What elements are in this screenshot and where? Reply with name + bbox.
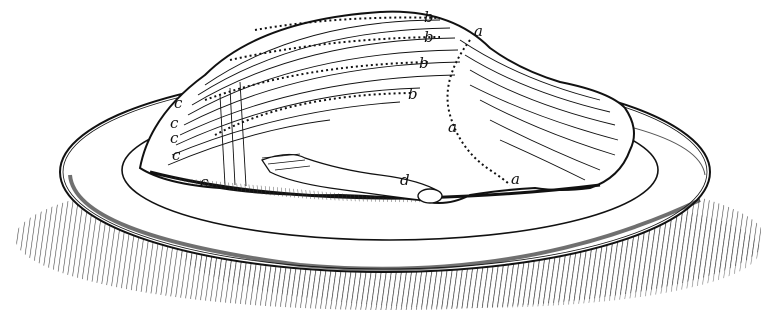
label-b4: b <box>408 85 418 103</box>
label-c5: c <box>200 173 209 191</box>
label-a-bottom: a <box>511 170 520 188</box>
label-b1: b <box>424 8 434 26</box>
label-a-top: a <box>474 22 483 40</box>
label-c3: c <box>170 129 179 147</box>
label-d: d <box>400 171 410 189</box>
label-b3: b <box>419 54 429 72</box>
joint-outline <box>140 12 634 203</box>
label-b2: b <box>424 28 434 46</box>
label-c4: c <box>172 146 181 164</box>
label-a-mid: a <box>448 118 457 136</box>
roast-joint <box>140 12 634 203</box>
label-c1: c <box>174 94 183 112</box>
